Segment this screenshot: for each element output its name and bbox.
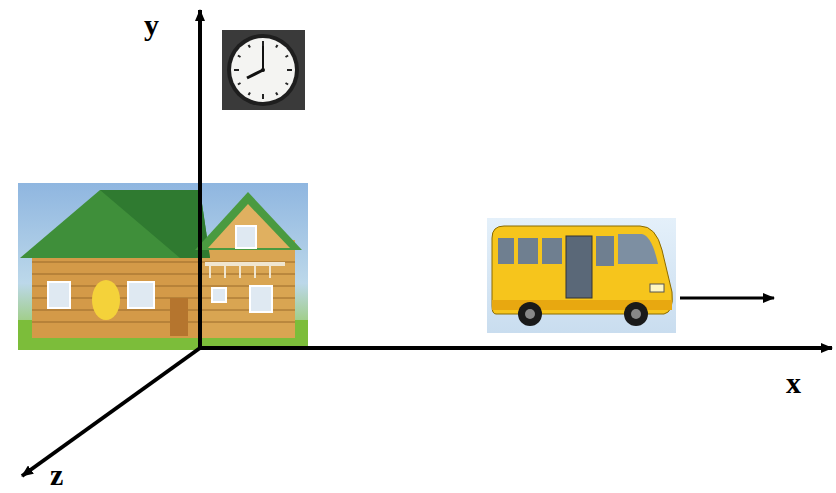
clock-picture	[222, 30, 305, 110]
coordinate-axes	[22, 10, 832, 476]
axis-label: y	[144, 10, 159, 40]
bus-picture	[487, 218, 676, 333]
house-picture	[18, 183, 308, 350]
velocity-arrow	[680, 297, 774, 300]
axis-label: z	[50, 460, 63, 490]
axis-label: x	[786, 368, 801, 398]
